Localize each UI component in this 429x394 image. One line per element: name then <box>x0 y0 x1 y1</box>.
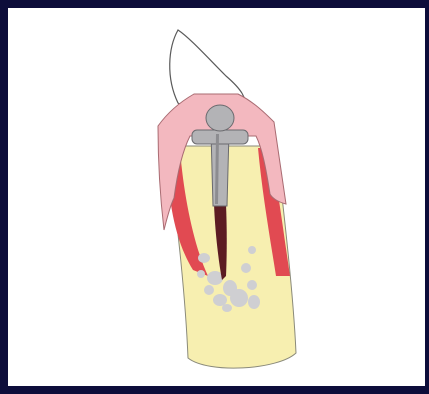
post-crossbar <box>192 130 248 144</box>
bone-spot <box>241 263 251 273</box>
bone-spot <box>230 289 248 307</box>
bone-spot <box>248 295 260 309</box>
bone-spot <box>247 280 257 290</box>
bone-spot <box>198 253 210 263</box>
bone-spot <box>248 246 256 254</box>
illustration-panel <box>8 8 425 386</box>
bone-spot <box>204 285 214 295</box>
bone-spot <box>213 294 227 306</box>
post-head <box>206 105 234 131</box>
bone-spot <box>197 270 205 278</box>
bone-spot <box>222 304 232 312</box>
bone-spot <box>207 271 223 285</box>
tooth-illustration <box>8 8 425 386</box>
